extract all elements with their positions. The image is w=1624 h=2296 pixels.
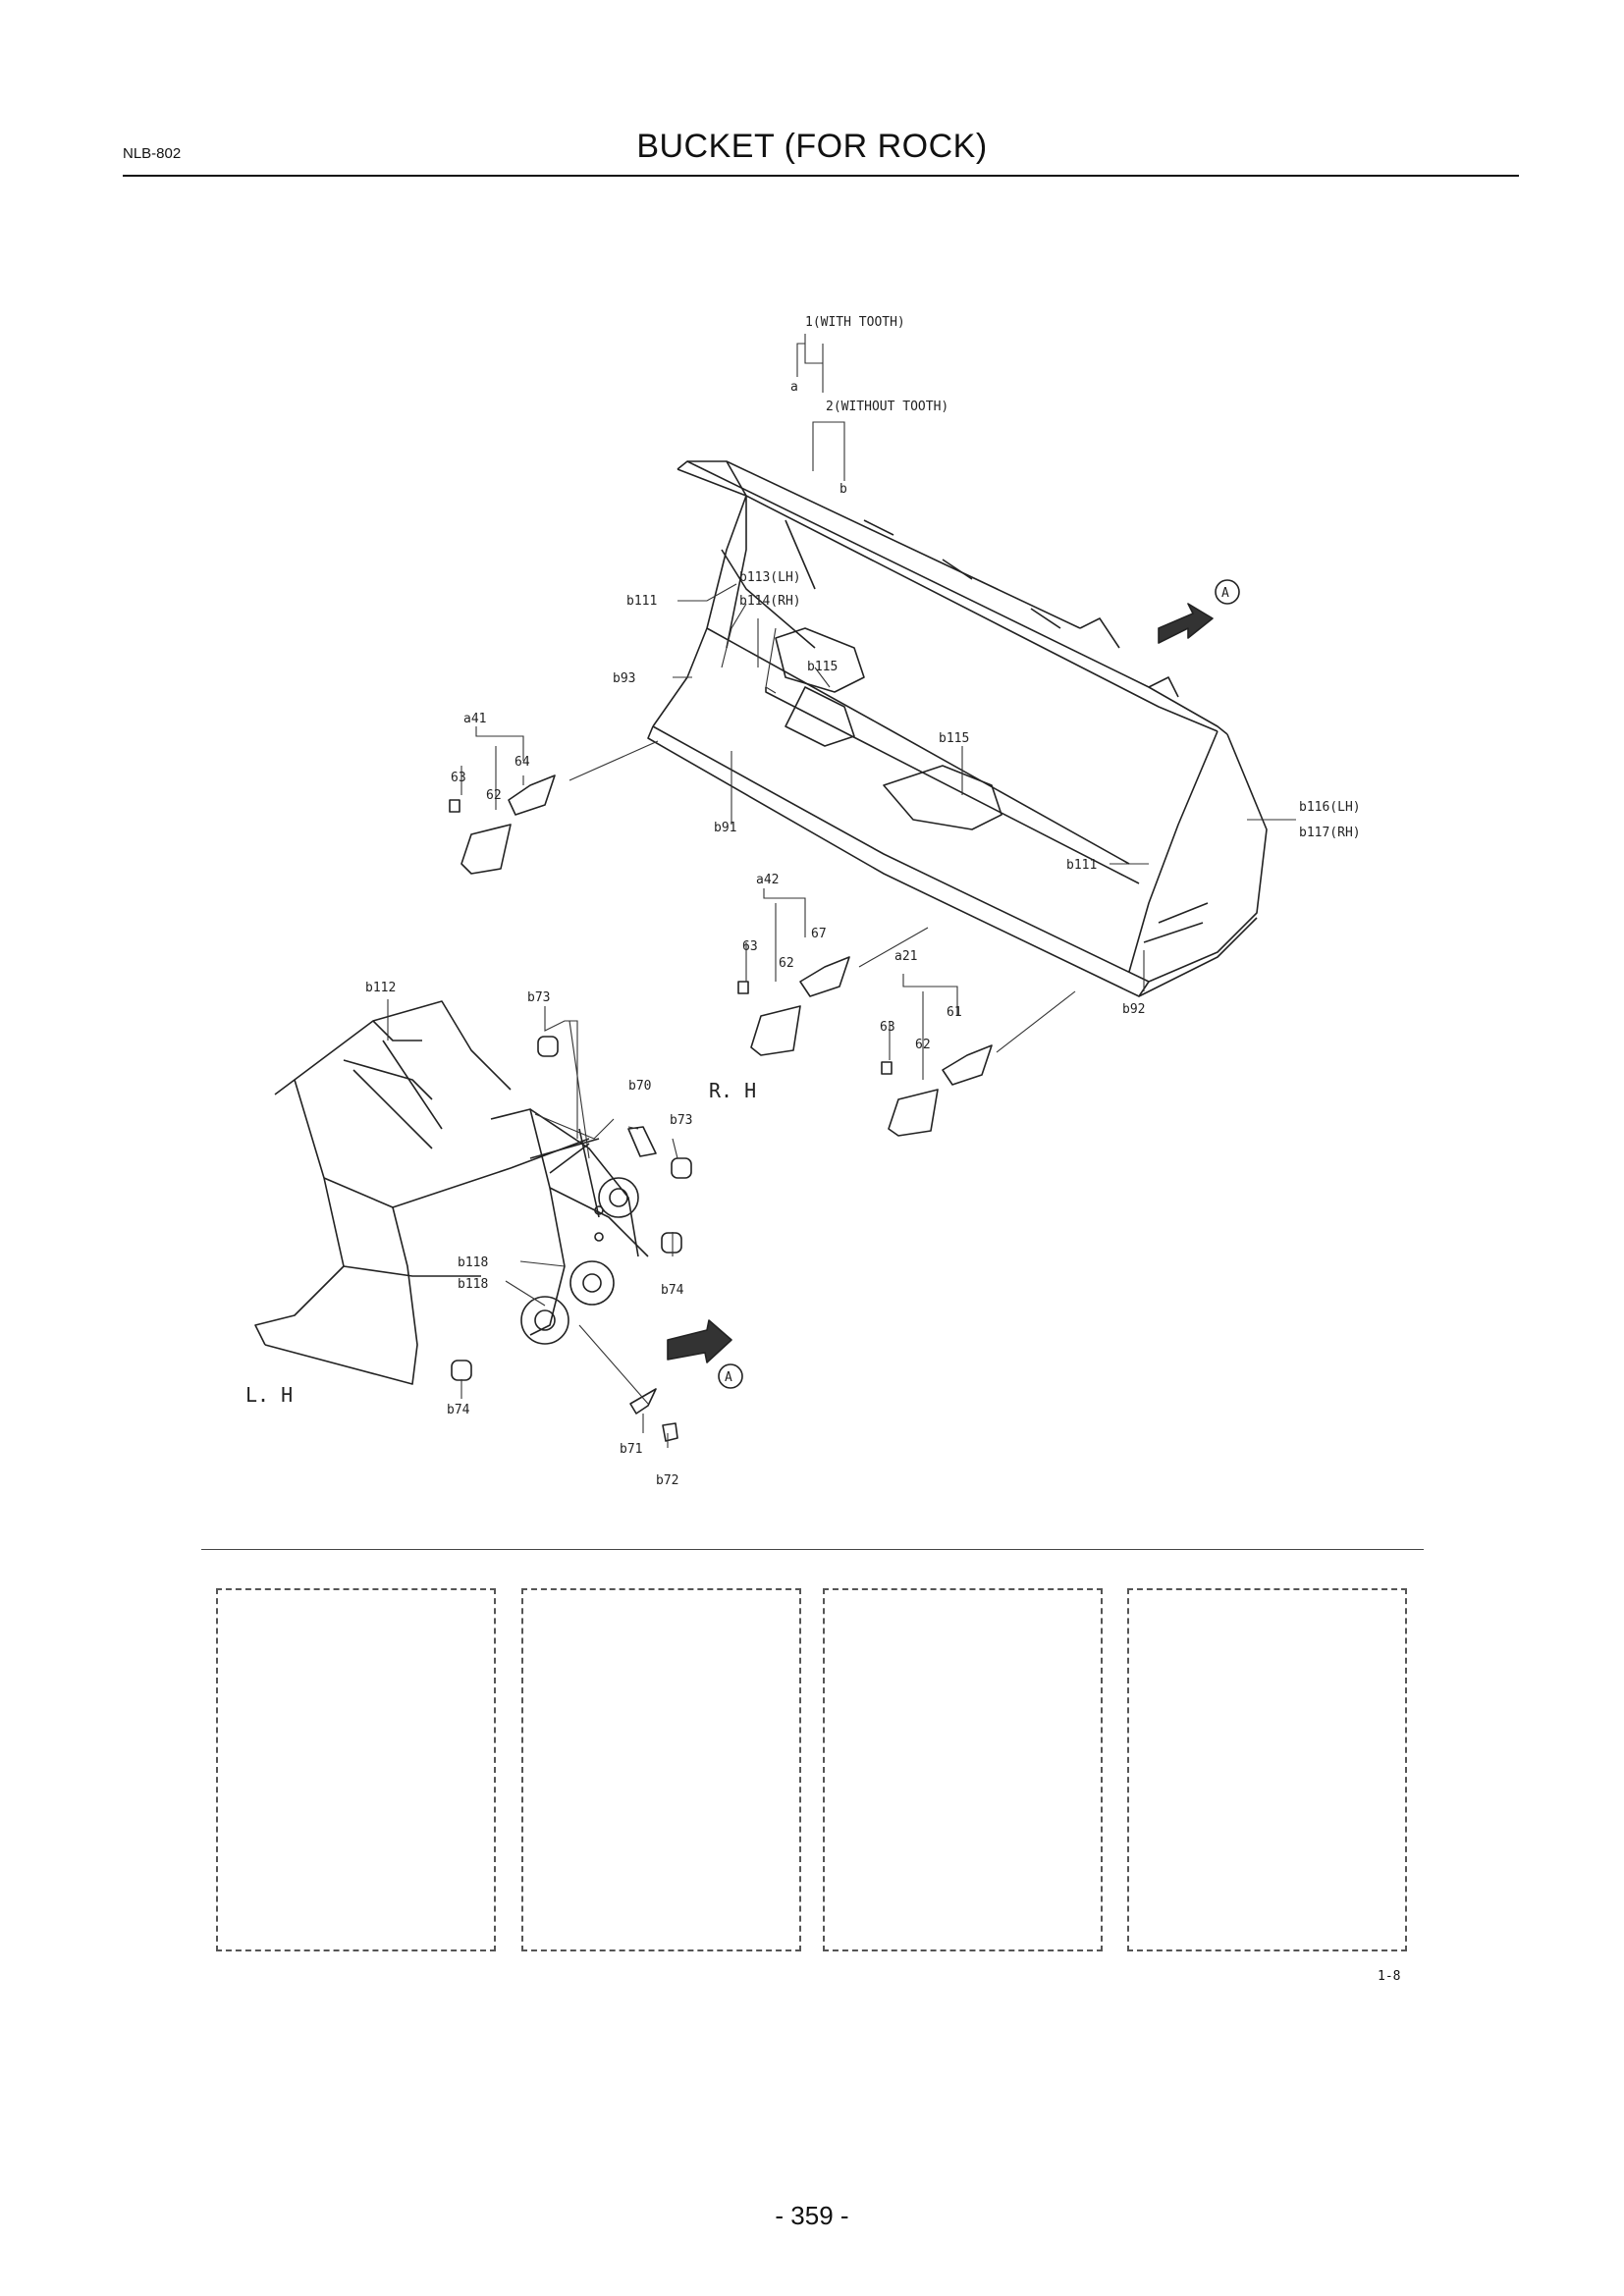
label-b74-right: b74 xyxy=(661,1283,684,1298)
label-b112: b112 xyxy=(365,981,396,995)
label-b93: b93 xyxy=(613,671,635,686)
label-b118-lower: b118 xyxy=(458,1277,488,1292)
label-63-a41: 63 xyxy=(451,771,466,785)
label-b117: b117(RH) xyxy=(1299,826,1361,840)
empty-box-4 xyxy=(1127,1588,1407,1951)
label-62-a42: 62 xyxy=(779,956,794,971)
label-b111-right: b111 xyxy=(1066,858,1097,873)
label-63-a21: 63 xyxy=(880,1020,895,1035)
title-underline xyxy=(123,175,1519,177)
label-62-a41: 62 xyxy=(486,788,502,803)
label-b116: b116(LH) xyxy=(1299,800,1361,815)
section-separator xyxy=(201,1549,1424,1550)
label-b74-left: b74 xyxy=(447,1403,470,1417)
label-b115-upper: b115 xyxy=(807,660,838,674)
label-a: a xyxy=(790,380,798,395)
label-b73-right: b73 xyxy=(670,1113,692,1128)
page-number: - 359 - xyxy=(775,2201,849,2230)
figure-code: 1-8 xyxy=(1378,1969,1401,1984)
tooth-group-a41 xyxy=(449,774,556,875)
label-b73-top: b73 xyxy=(527,990,550,1005)
label-1: 1(WITH TOOTH) xyxy=(805,315,905,330)
view-arrow-a-lower xyxy=(667,1319,743,1389)
tooth-group-a21 xyxy=(881,1044,993,1137)
label-b92: b92 xyxy=(1122,1002,1145,1017)
tooth-group-a42 xyxy=(737,956,850,1056)
document-code: NLB-802 xyxy=(123,145,182,162)
label-a41: a41 xyxy=(463,712,486,726)
label-b70: b70 xyxy=(628,1079,651,1094)
label-67: 67 xyxy=(811,927,827,941)
label-b114: b114(RH) xyxy=(739,594,801,609)
label-b113: b113(LH) xyxy=(739,570,801,585)
label-2: 2(WITHOUT TOOTH) xyxy=(826,400,948,414)
label-b115-lower: b115 xyxy=(939,731,969,746)
label-b91: b91 xyxy=(714,821,736,835)
label-lh: L. H xyxy=(245,1383,293,1407)
empty-box-3 xyxy=(823,1588,1103,1951)
page-title: BUCKET (FOR ROCK) xyxy=(636,128,988,165)
label-61: 61 xyxy=(947,1005,962,1020)
label-a21: a21 xyxy=(894,949,917,964)
label-63-a42: 63 xyxy=(742,939,758,954)
label-b72: b72 xyxy=(656,1473,678,1488)
label-b71: b71 xyxy=(620,1442,642,1457)
side-bucket-drawing xyxy=(254,1000,649,1385)
empty-box-1 xyxy=(216,1588,496,1951)
view-arrow-a-right xyxy=(1158,579,1240,644)
small-parts xyxy=(451,1036,692,1442)
label-b: b xyxy=(839,482,847,497)
main-bucket-drawing xyxy=(647,460,1268,997)
view-marker-a-lower: A xyxy=(725,1370,732,1385)
label-b118-upper: b118 xyxy=(458,1255,488,1270)
empty-box-2 xyxy=(521,1588,801,1951)
label-rh: R. H xyxy=(709,1079,756,1102)
parts-diagram: 1(WITH TOOTH) a 2(WITHOUT TOOTH) b b113(… xyxy=(245,315,1361,1488)
label-64: 64 xyxy=(514,755,530,770)
view-marker-a-right: A xyxy=(1221,586,1229,601)
label-b111-left: b111 xyxy=(626,594,657,609)
label-62-a21: 62 xyxy=(915,1038,931,1052)
label-a42: a42 xyxy=(756,873,779,887)
